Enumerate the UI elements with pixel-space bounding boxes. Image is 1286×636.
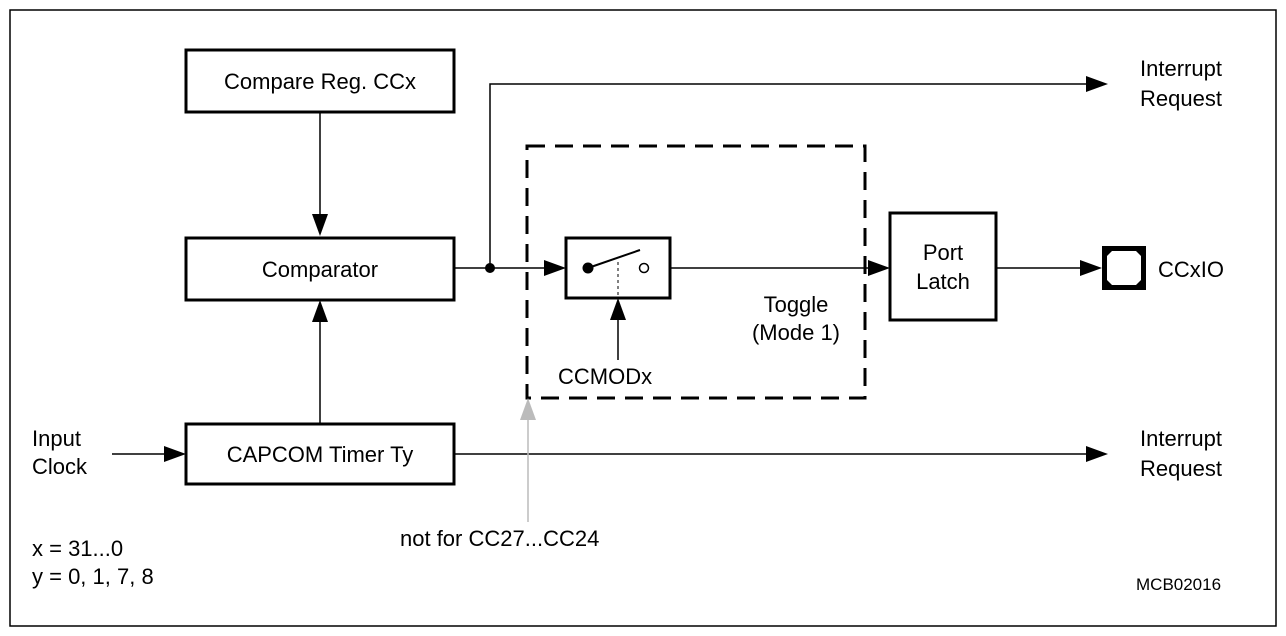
ccmod-arrowhead (610, 298, 626, 320)
toggle-label-line2: (Mode 1) (752, 320, 840, 345)
figure-id: MCB02016 (1136, 575, 1221, 594)
input-clock-label-line1: Input (32, 426, 81, 451)
figure-frame (9, 9, 1277, 627)
timer-interrupt-arrowhead (1086, 446, 1108, 462)
toggle-mode-region (525, 144, 867, 400)
comparator-label: Comparator (262, 257, 378, 282)
port-latch-block (888, 211, 998, 322)
x-range-note: x = 31...0 (32, 536, 123, 561)
comparator-interrupt-wire (489, 83, 1088, 268)
not-for-label: not for CC27...CC24 (400, 526, 599, 551)
switch-contact (638, 262, 650, 274)
toggle-label-line1: Toggle (764, 292, 829, 317)
input-clock-label-line2: Clock (32, 454, 88, 479)
port-latch-label-line1: Port (923, 240, 963, 265)
compare-to-comparator-arrowhead (312, 214, 328, 236)
bottom-interrupt-label-line1: Interrupt (1140, 426, 1222, 451)
compare-register-label: Compare Reg. CCx (224, 69, 416, 94)
timer-to-comparator-arrowhead (312, 300, 328, 322)
top-interrupt-label-line1: Interrupt (1140, 56, 1222, 81)
y-range-note: y = 0, 1, 7, 8 (32, 564, 154, 589)
capcom-timer-label: CAPCOM Timer Ty (227, 442, 414, 467)
top-interrupt-label-line2: Request (1140, 86, 1222, 111)
switch-to-latch-arrowhead (868, 260, 890, 276)
comparator-interrupt-arrowhead (1086, 76, 1108, 92)
pin-label: CCxIO (1158, 257, 1224, 282)
switch-lever (587, 249, 641, 269)
not-for-annotation-arrowhead (520, 398, 536, 420)
switch-input-arrowhead (544, 260, 566, 276)
pin-pad-icon (1102, 246, 1146, 290)
latch-to-pin-arrowhead (1080, 260, 1102, 276)
port-latch-label-line2: Latch (916, 269, 970, 294)
ccmod-label: CCMODx (558, 364, 652, 389)
bottom-interrupt-label-line2: Request (1140, 456, 1222, 481)
input-clock-arrowhead (164, 446, 186, 462)
